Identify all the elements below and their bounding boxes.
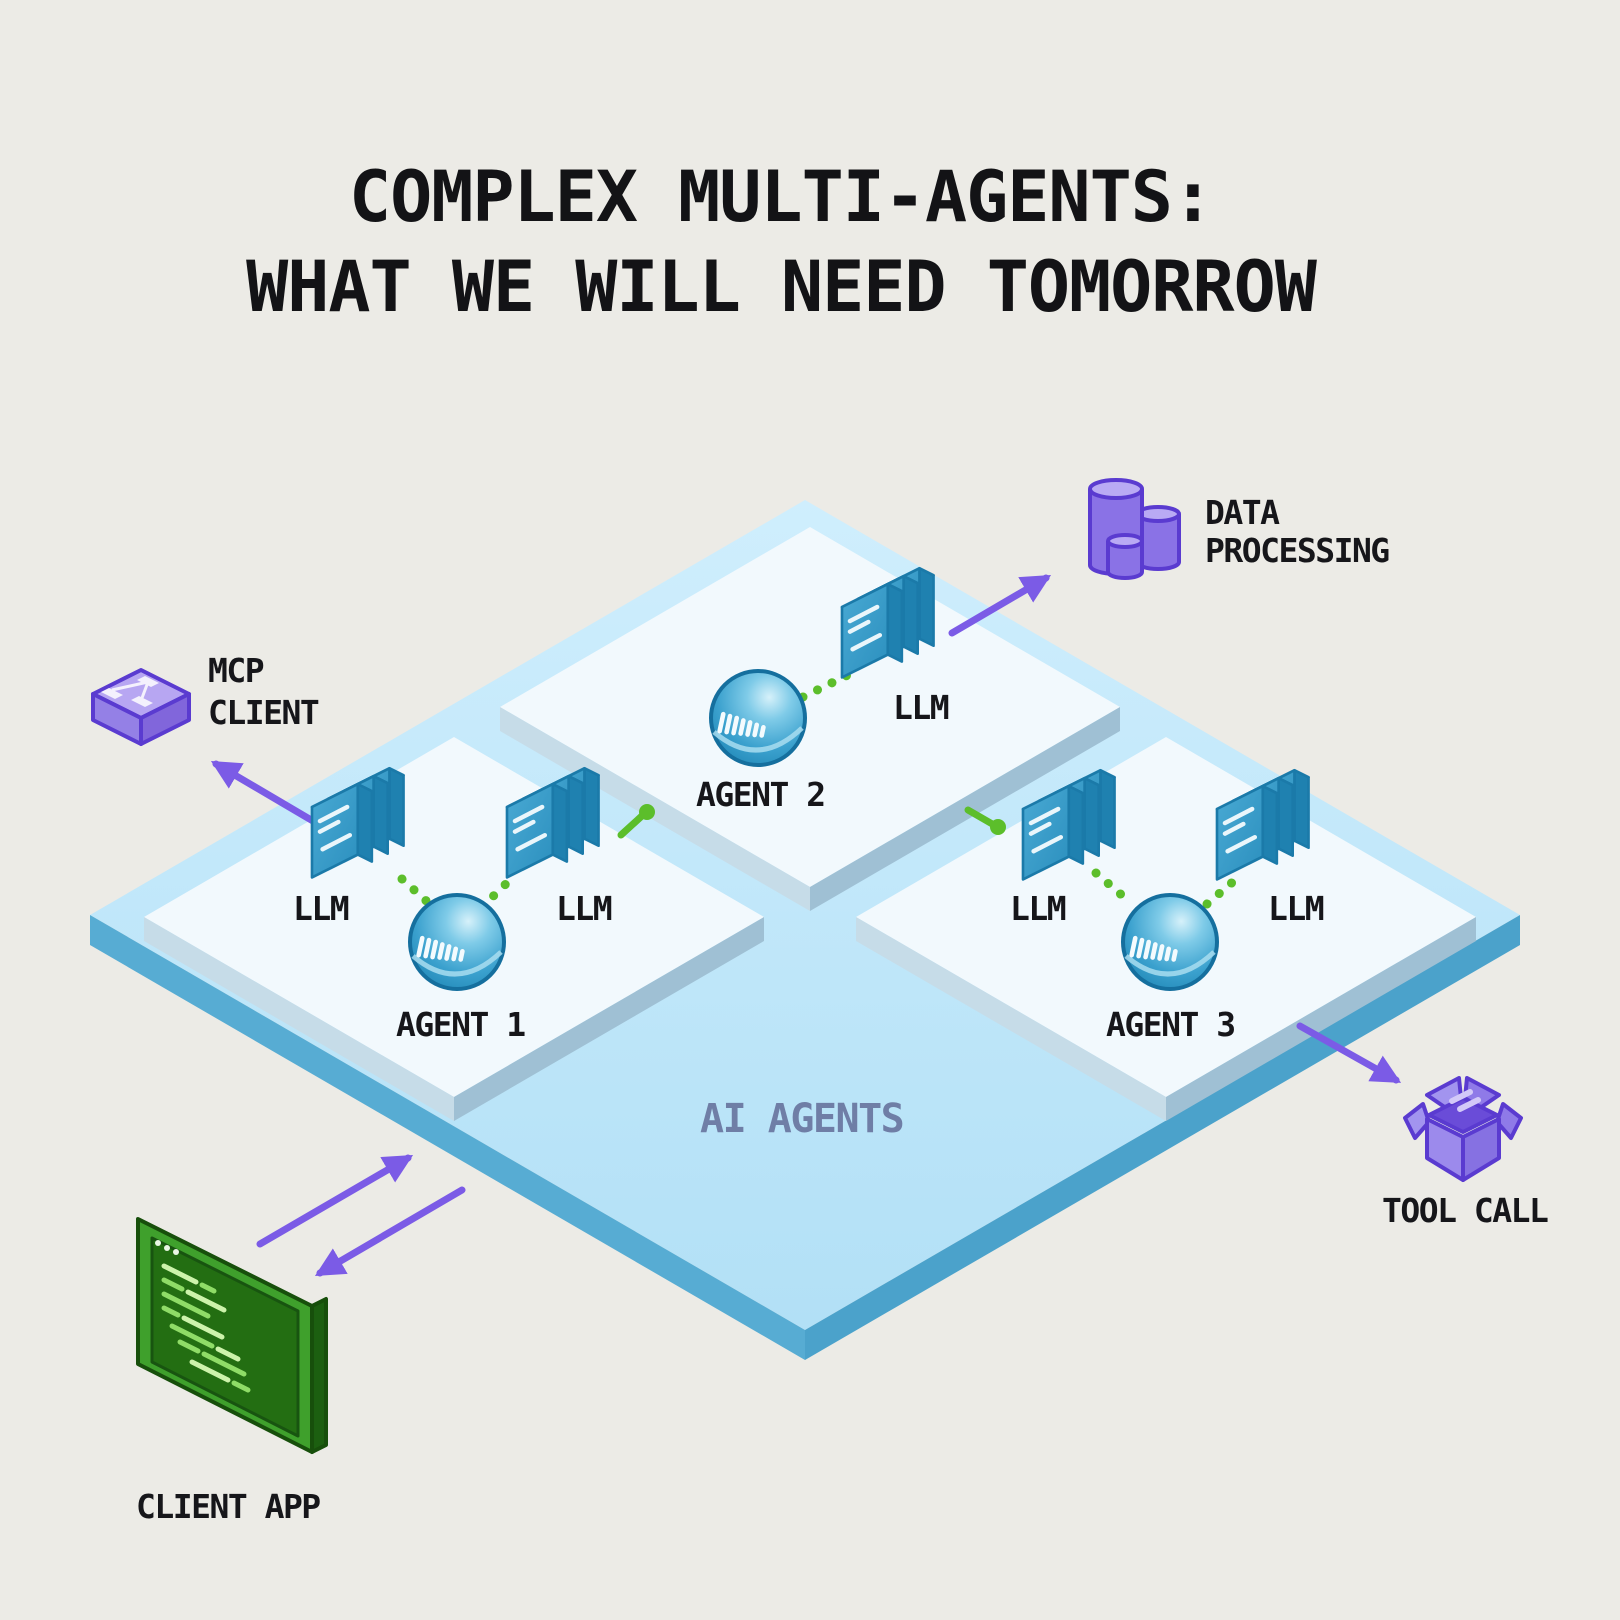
- label-client-app: CLIENT APP: [136, 1487, 320, 1526]
- ai-platform-left-side: [90, 915, 805, 1360]
- label-agent-1: AGENT 1: [396, 1005, 525, 1044]
- label-llm-agent3-right: LLM: [1268, 889, 1324, 928]
- label-ai-agents-platform: AI AGENTS: [700, 1096, 903, 1142]
- arrow-client-app-to-platform: [256, 1154, 414, 1248]
- robot-sphere-icon-agent2: [711, 671, 805, 765]
- title-line-2: WHAT WE WILL NEED TOMORROW: [246, 246, 1317, 328]
- link-agent1-llm-right: [477, 873, 517, 912]
- terminal-window-icon: [136, 1217, 328, 1454]
- label-data-processing-line1: DATA: [1205, 493, 1280, 532]
- arrow-platform-to-client-app: [314, 1186, 466, 1277]
- chip-flowchart-icon: [91, 668, 191, 746]
- page-title: COMPLEX MULTI-AGENTS: WHAT WE WILL NEED …: [0, 152, 1562, 332]
- link-agent1-llm-left: [397, 874, 438, 912]
- robot-sphere-icon-agent1: [410, 895, 504, 989]
- link-agent2-llm: [798, 664, 865, 702]
- open-package-icon: [1403, 1076, 1523, 1182]
- label-agent-3: AGENT 3: [1106, 1005, 1235, 1044]
- arrow-to-data-processing: [948, 574, 1052, 637]
- label-llm-agent3-left: LLM: [1010, 889, 1066, 928]
- terminal-code-lines: [161, 1263, 251, 1393]
- database-cylinders-icon: [1088, 478, 1181, 580]
- label-llm-agent1-right: LLM: [556, 889, 612, 928]
- label-tool-call: TOOL CALL: [1382, 1191, 1548, 1230]
- arrow-to-mcp-client: [210, 760, 322, 828]
- label-mcp-client-line1: MCP: [208, 651, 264, 690]
- title-line-1: COMPLEX MULTI-AGENTS:: [348, 156, 1214, 238]
- ai-platform-right-side: [805, 915, 1520, 1360]
- label-llm-agent1-left: LLM: [293, 889, 349, 928]
- ai-agents-platform: [90, 500, 1520, 1360]
- connector-agent2-agent3: [964, 806, 1006, 835]
- label-mcp-client-line2: CLIENT: [208, 693, 319, 732]
- arrow-to-tool-call: [1296, 1022, 1402, 1084]
- label-data-processing-line2: PROCESSING: [1205, 531, 1389, 570]
- label-llm-agent2: LLM: [893, 688, 949, 727]
- label-agent-2: AGENT 2: [696, 775, 825, 814]
- robot-sphere-icon-agent3: [1123, 895, 1217, 989]
- connector-agent1-agent2: [617, 804, 655, 839]
